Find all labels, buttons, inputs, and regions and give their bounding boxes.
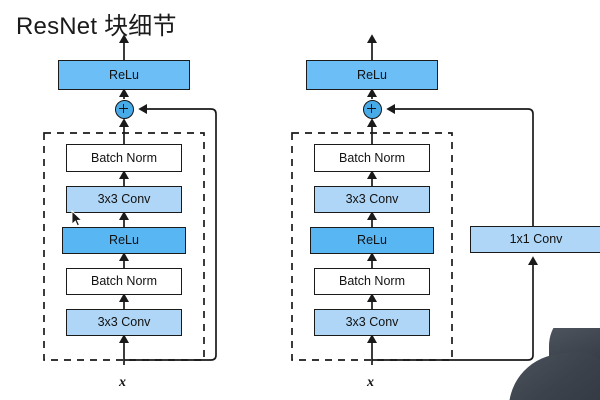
right-batchnorm-2[interactable]: Batch Norm [314,144,430,172]
right-conv1x1-shortcut-block[interactable]: 1x1 Conv [470,226,600,253]
right-conv3x3-1[interactable]: 3x3 Conv [314,309,430,336]
right-input-label-x: x [367,375,374,390]
page-title: ResNet 块细节 [16,13,177,40]
left-conv3x3-1[interactable]: 3x3 Conv [66,309,182,336]
left-batchnorm-1[interactable]: Batch Norm [66,268,182,295]
left-conv3x3-2[interactable]: 3x3 Conv [66,186,182,213]
left-batchnorm-2[interactable]: Batch Norm [66,144,182,172]
left-inner-relu-block[interactable]: ReLu [62,227,186,254]
left-output-relu-block[interactable]: ReLu [58,60,190,90]
right-output-relu-block[interactable]: ReLu [306,60,438,90]
right-conv3x3-2[interactable]: 3x3 Conv [314,186,430,213]
right-inner-relu-block[interactable]: ReLu [310,227,434,254]
right-batchnorm-1[interactable]: Batch Norm [314,268,430,295]
left-add-junction[interactable] [114,99,134,119]
mouse-cursor [71,210,83,227]
right-add-junction[interactable] [362,99,382,119]
left-input-label-x: x [119,375,126,390]
